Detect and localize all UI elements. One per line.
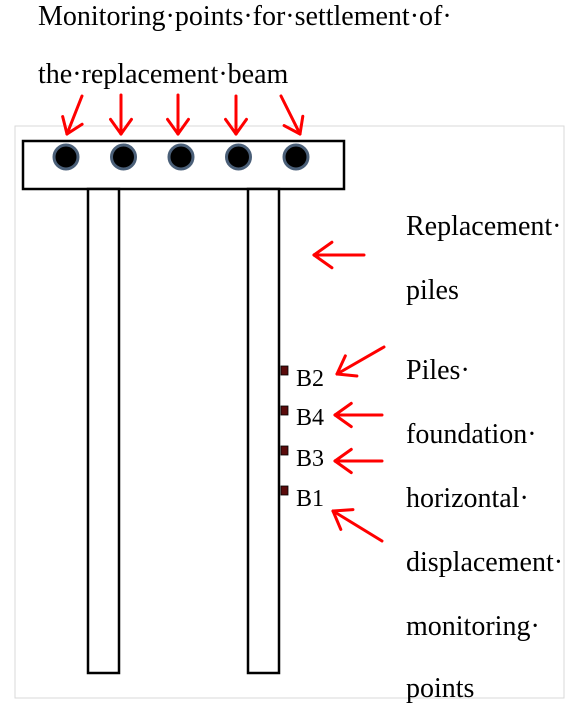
title-line-1: Monitoring·points·for·settlement·of· [38,1,452,32]
foundation-label-line-1: Piles· [406,355,470,386]
foundation-label-line-3: horizontal· [406,483,529,514]
title-line-2: the·replacement·beam [38,59,289,90]
arrow-gauge-b1 [331,508,384,543]
arrow-gauge-b2 [335,345,386,378]
replacement-piles-label-line-1: Replacement· [406,211,562,242]
foundation-label-line-6: points [406,673,475,704]
arrow-gauge-b3 [333,447,384,475]
foundation-label-line-4: displacement· [406,547,564,578]
foundation-label-line-5: monitoring· [406,611,540,642]
gauge-marker-b3 [280,445,289,456]
arrow-settlement-4 [224,94,248,136]
gauge-label-b1: B1 [296,486,325,512]
settlement-monitoring-point [167,143,195,171]
gauge-label-b2: B2 [296,366,325,392]
arrow-settlement-1 [61,94,84,136]
arrow-settlement-2 [109,93,133,136]
pile-right [246,187,281,675]
settlement-monitoring-point [110,143,137,171]
pile-left [86,187,121,675]
settlement-monitoring-point [225,143,252,171]
replacement-piles-label-line-2: piles [406,275,459,306]
gauge-marker-b2 [280,365,289,376]
settlement-monitoring-point [52,143,80,171]
gauge-marker-b4 [280,405,289,416]
gauge-label-b3: B3 [296,446,325,472]
gauge-marker-b1 [280,485,289,496]
arrow-settlement-5 [279,94,305,136]
arrow-settlement-3 [166,93,190,136]
diagram-frame [14,125,565,699]
arrow-replacement-piles [312,240,366,270]
settlement-monitoring-point [282,143,310,171]
arrow-gauge-b4 [333,401,384,429]
gauge-label-b4: B4 [296,405,325,431]
foundation-label-line-2: foundation· [406,419,537,450]
